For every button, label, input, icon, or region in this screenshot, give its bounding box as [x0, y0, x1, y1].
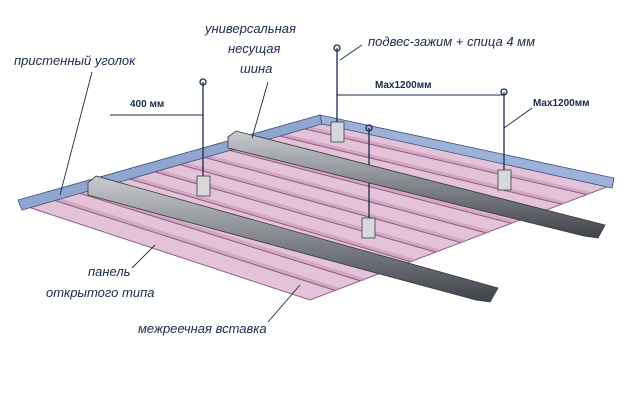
label-open-panel-1: панель: [88, 264, 131, 279]
carrier-rails: [87, 130, 606, 303]
hanger-clip-3: [361, 217, 376, 239]
panel-slat-line: [296, 126, 587, 196]
dimension-hanger-spacing: Max1200мм: [375, 80, 432, 91]
panel-slat-line: [271, 133, 562, 205]
carrier-rail-front: [87, 175, 499, 303]
leader-lines: [59, 44, 533, 323]
wall-angle-back-right: [319, 114, 615, 189]
leader-insert: [267, 284, 301, 323]
panel-slat-line: [121, 176, 411, 263]
panel-slat-line: [146, 169, 436, 253]
hanger-ring-2: [333, 44, 341, 52]
leader-carrier-rail: [251, 81, 269, 139]
label-open-panel-2: открытого типа: [46, 285, 154, 300]
label-carrier-rail-1: универсальная: [204, 21, 296, 36]
label-insert: межреечная вставка: [138, 321, 267, 336]
panel-slat-line: [196, 154, 487, 234]
panel-slat-line: [46, 197, 336, 291]
label-wall-angle: пристенный уголок: [14, 53, 136, 68]
hanger-clips: [196, 121, 512, 239]
panel-slat-shade: [300, 124, 592, 196]
hanger-clip-2: [330, 121, 345, 143]
carrier-rail-back: [227, 130, 606, 239]
panel-slat-shade: [175, 160, 466, 243]
dimension-edge-offset: 400 мм: [130, 99, 164, 110]
hanger-ring-3: [365, 124, 373, 132]
leader-open-panel: [131, 244, 156, 269]
panel-slat-line: [71, 190, 361, 282]
leader-wall-angle: [59, 71, 93, 196]
leader-hanger: [339, 44, 363, 61]
hanger-clip-1: [196, 175, 211, 197]
dimension-rail-spacing: Max1200мм: [533, 98, 590, 109]
panel-slat-shade: [275, 131, 567, 205]
panel-slat-shade: [50, 195, 340, 291]
label-carrier-rail-2: несущая: [228, 41, 281, 56]
label-carrier-rail-3: шина: [240, 61, 272, 76]
dimension-line-rail-spacing: [503, 107, 533, 129]
hanger-ring-1: [199, 78, 207, 86]
panel-slat-shade: [200, 152, 491, 234]
panel-slat-line: [221, 147, 512, 224]
panel-slat-shade: [125, 174, 416, 263]
hanger-clip-4: [497, 169, 512, 191]
label-hanger: подвес-зажим + спица 4 мм: [368, 34, 535, 49]
panel-slat-line: [171, 161, 462, 244]
labels: пристенный уголок универсальная несущая …: [14, 21, 590, 336]
